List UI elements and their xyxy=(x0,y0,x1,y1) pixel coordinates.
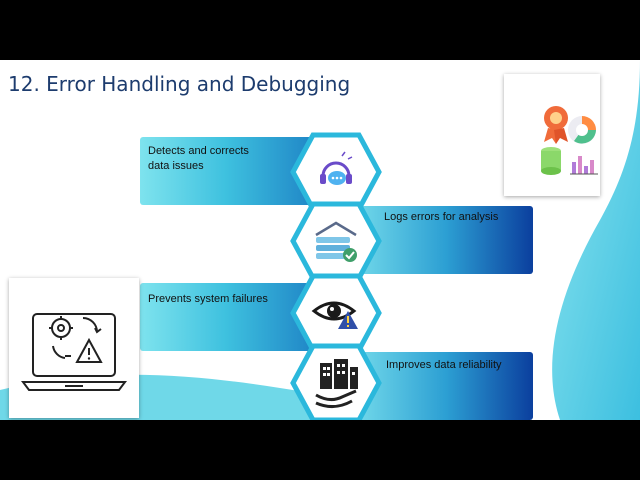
hexagon-3 xyxy=(290,273,382,353)
laptop-illustration-card xyxy=(9,278,139,418)
step-text-2: Logs errors for analysis xyxy=(384,211,499,223)
hexagon-2 xyxy=(290,201,382,281)
laptop-gear-warning-icon xyxy=(21,313,127,391)
analytics-logo-card xyxy=(504,74,600,196)
hexagon-4 xyxy=(290,343,382,420)
teal-curve-right xyxy=(552,60,640,420)
step-text-1-line2: data issues xyxy=(148,160,204,172)
slide: 12. Error Handling and Debugging Detects… xyxy=(0,60,640,420)
building-hand-icon xyxy=(315,359,358,408)
analytics-badge-icon xyxy=(541,106,598,175)
hexagon-1 xyxy=(290,132,382,212)
support-headset-icon xyxy=(320,151,353,185)
waves-check-icon xyxy=(315,221,357,262)
slide-title: 12. Error Handling and Debugging xyxy=(8,72,351,96)
step-text-1: Detects and corrects data issues xyxy=(148,144,288,174)
step-text-1-line1: Detects and corrects xyxy=(148,145,249,157)
step-text-3: Prevents system failures xyxy=(148,293,268,305)
step-text-4: Improves data reliability xyxy=(386,359,502,371)
eye-warning-icon xyxy=(311,301,358,329)
